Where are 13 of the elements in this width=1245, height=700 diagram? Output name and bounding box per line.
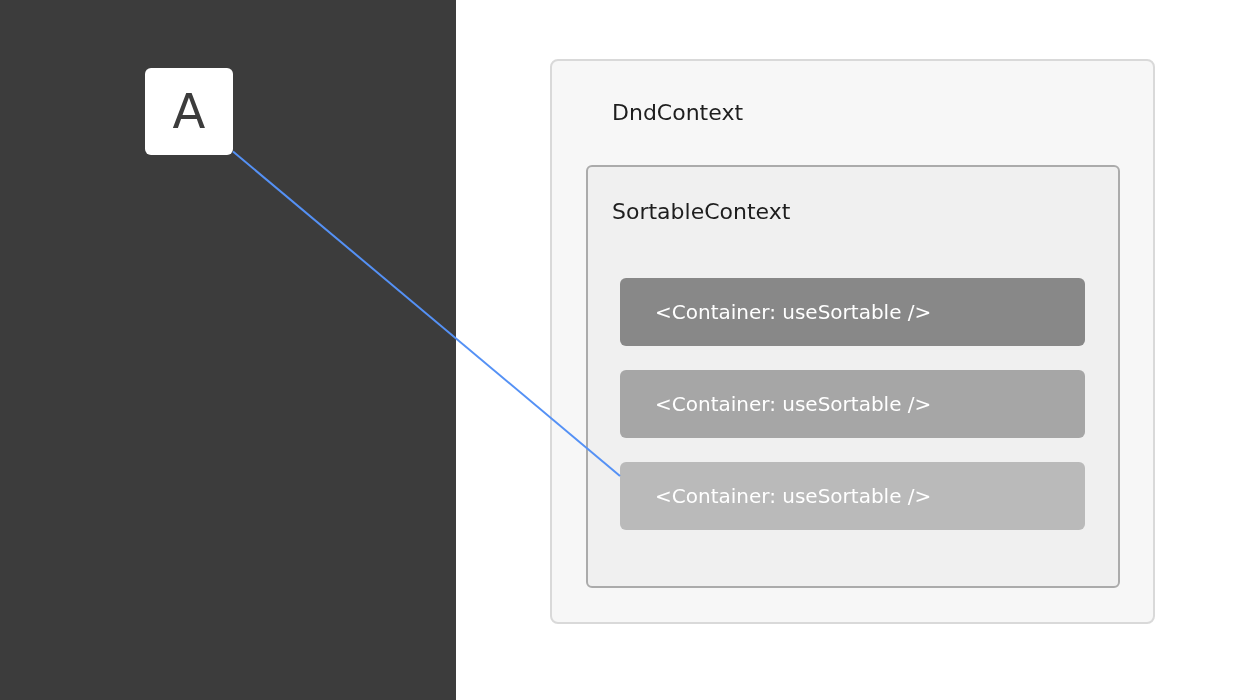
component-label: <Container: useSortable /> bbox=[655, 392, 932, 416]
tile-letter: A bbox=[172, 82, 206, 141]
connector-line bbox=[232, 150, 621, 477]
component-bar bbox=[620, 370, 1085, 438]
letter-tile bbox=[145, 68, 233, 155]
context-title: SortableContext bbox=[612, 199, 791, 226]
component-label: <Container: useSortable /> bbox=[655, 300, 932, 324]
component-bar bbox=[620, 278, 1085, 346]
context-panel bbox=[550, 59, 1155, 624]
component-bar bbox=[620, 462, 1085, 530]
context-title: DndContext bbox=[612, 100, 744, 127]
component-label: <Container: useSortable /> bbox=[655, 484, 932, 508]
context-panel bbox=[586, 165, 1120, 588]
